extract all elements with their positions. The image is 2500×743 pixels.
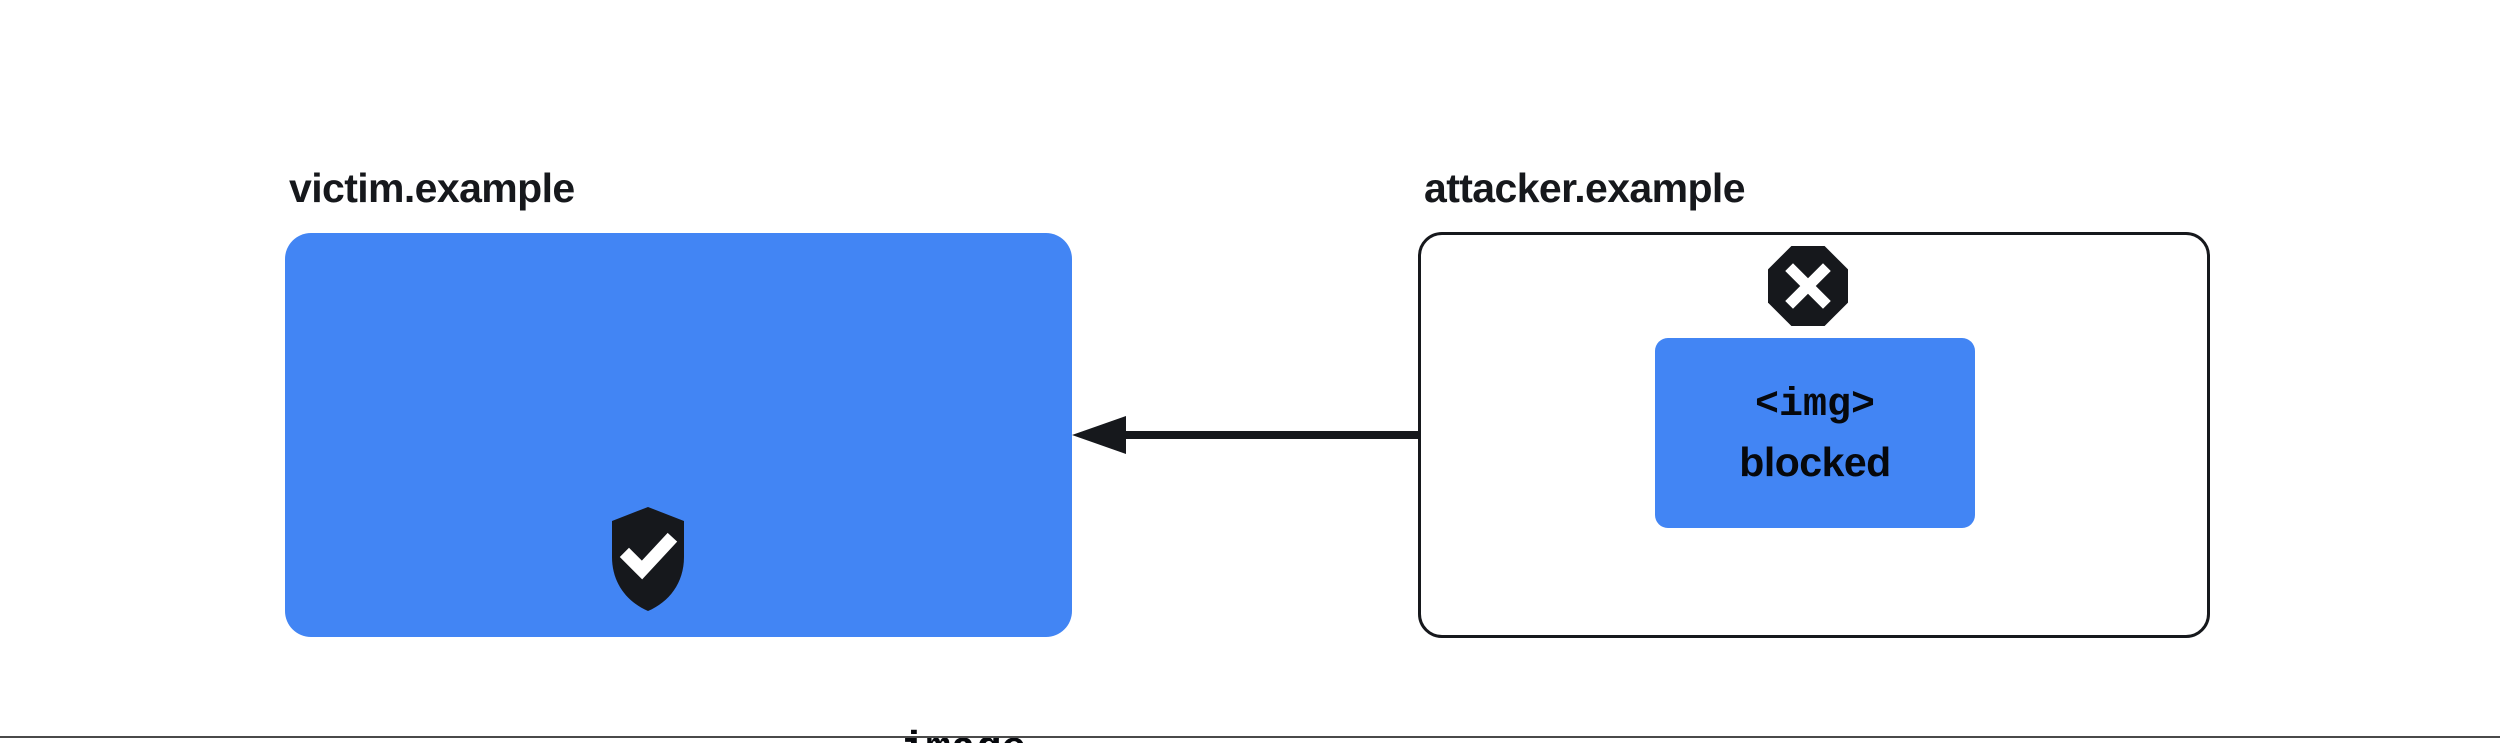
octagon-x-icon	[1768, 246, 1848, 326]
attacker-img-state: blocked	[1739, 439, 1891, 485]
attacker-img-node-text: <img> blocked	[1655, 378, 1975, 490]
bottom-divider	[0, 736, 2500, 738]
attacker-img-node: <img> blocked	[1655, 338, 1975, 528]
shield-check-icon	[612, 507, 684, 611]
attacker-img-tag: <img>	[1754, 383, 1876, 428]
victim-origin-box: image CORP: same-origin	[285, 233, 1072, 743]
attacker-origin-label: attacker.example	[1424, 165, 1746, 211]
victim-resource-name: image	[570, 721, 1357, 743]
victim-resource-text: image CORP: same-origin	[570, 609, 1357, 743]
victim-origin-label: victim.example	[289, 165, 575, 211]
